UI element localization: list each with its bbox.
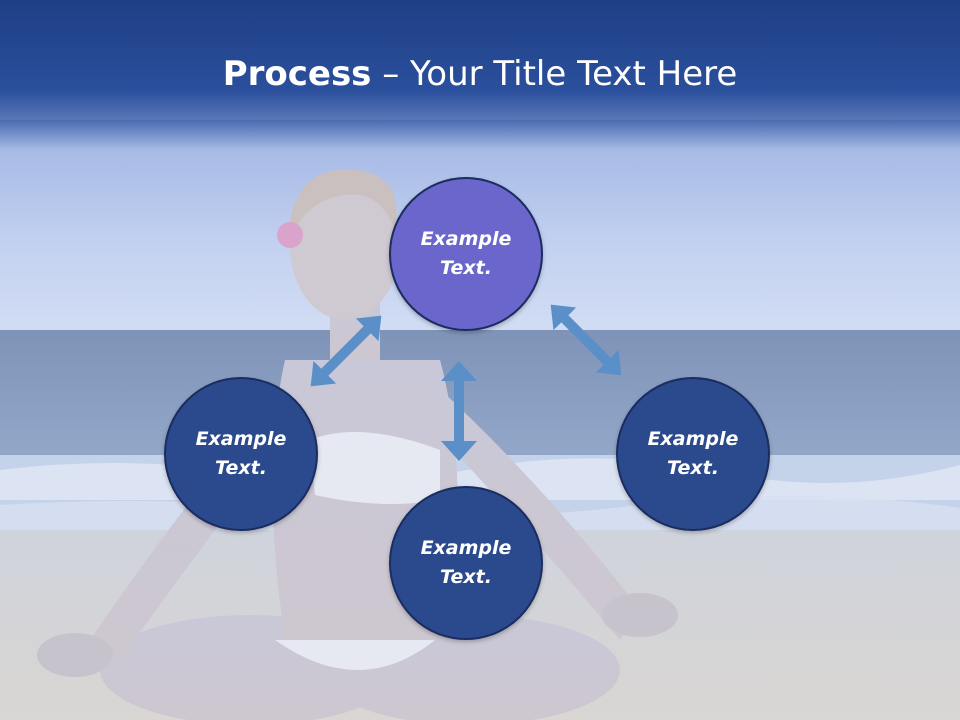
slide-title: Process – Your Title Text Here	[0, 52, 960, 96]
process-node-top-label: Example Text.	[420, 228, 512, 279]
title-rest: – Your Title Text Here	[371, 54, 738, 94]
process-node-left-label: Example Text.	[195, 428, 287, 479]
process-node-right-label: Example Text.	[647, 428, 739, 479]
process-node-bottom-label: Example Text.	[420, 537, 512, 588]
process-node-bottom[interactable]: Example Text.	[389, 486, 543, 640]
arrow-top-bottom	[441, 361, 477, 461]
process-node-top[interactable]: Example Text.	[389, 177, 543, 331]
arrow-top-left	[310, 315, 382, 387]
arrow-top-right	[550, 304, 622, 376]
process-node-left[interactable]: Example Text.	[164, 377, 318, 531]
title-band	[0, 0, 960, 150]
title-bold: Process	[222, 54, 372, 94]
process-node-right[interactable]: Example Text.	[616, 377, 770, 531]
